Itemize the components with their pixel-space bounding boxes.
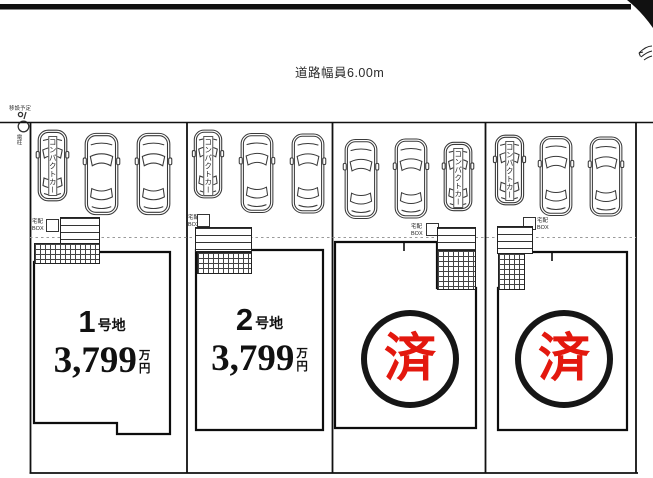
pole-label: 電柱 (15, 134, 22, 145)
compact-car-label: コンパクトカー (203, 136, 213, 196)
car-compact: コンパクトカー (191, 129, 225, 199)
compact-car-label: コンパクトカー (453, 148, 463, 208)
entry-steps (497, 226, 533, 254)
car-compact: コンパクトカー (35, 129, 70, 202)
corner-road-mark (627, 0, 653, 28)
compact-car-label: コンパクトカー (504, 141, 515, 201)
approach-hatch (197, 252, 252, 274)
entry-steps (195, 227, 252, 252)
road-edge-bar (0, 4, 631, 10)
lot-price-unit: 万円 (138, 349, 151, 375)
lot-1-info: 1 号地 3,799 万円 (34, 304, 170, 381)
lot-number: 1 (78, 304, 96, 339)
car-sedan (289, 131, 327, 216)
handwritten-arrow-icon (638, 45, 653, 61)
car-sedan (82, 132, 121, 216)
car-compact: コンパクトカー (492, 134, 527, 206)
approach-hatch (437, 250, 476, 290)
car-sedan (342, 137, 380, 221)
car-sedan (134, 131, 173, 217)
delivery-box-icon (46, 219, 59, 232)
compact-car-label: コンパクトカー (47, 136, 58, 196)
pole-relocation-note: 移設予定 (9, 106, 32, 112)
lot-price: 3,799 (211, 337, 295, 379)
car-sedan (238, 132, 276, 214)
lot-price: 3,799 (53, 339, 137, 381)
lot-number: 2 (235, 302, 254, 337)
approach-hatch (498, 253, 525, 290)
lot-price-unit: 万円 (296, 347, 308, 373)
entry-steps (437, 227, 476, 252)
lot-2-info: 2 号地 3,799 万円 (196, 302, 323, 379)
approach-hatch (34, 243, 100, 264)
house-outline-lot2 (194, 248, 325, 432)
lot-suffix: 号地 (97, 316, 126, 333)
car-compact: コンパクトカー (441, 141, 475, 212)
entry-steps (60, 217, 100, 248)
car-sedan (537, 134, 575, 218)
car-sedan (392, 136, 430, 221)
delivery-box-icon (197, 214, 210, 227)
sold-stamp: 済 (361, 310, 459, 408)
road-width-label: 道路幅員6.00m (295, 66, 385, 80)
utility-pole-icon (17, 111, 30, 133)
lot-suffix: 号地 (255, 314, 284, 331)
sold-stamp: 済 (515, 310, 613, 408)
car-sedan (587, 134, 625, 219)
